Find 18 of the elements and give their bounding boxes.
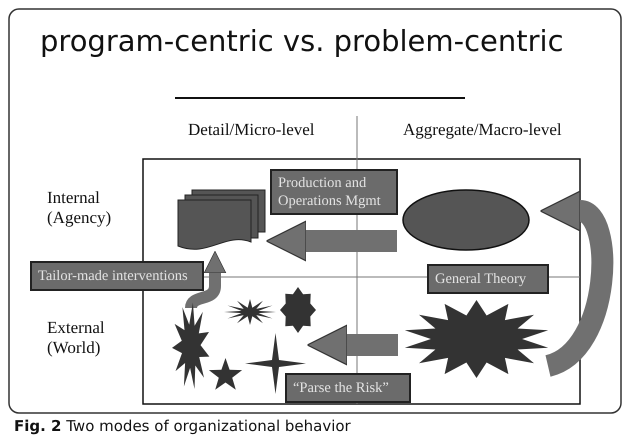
- label-box: Production and Operations Mgmt: [270, 169, 398, 215]
- ellipse-shape: [402, 189, 530, 251]
- label-box: Tailor-made interventions: [30, 261, 204, 291]
- title: program-centric vs. problem-centric: [40, 24, 564, 58]
- column-heading: Detail/Micro-level: [188, 120, 316, 140]
- block-arrow: [185, 250, 226, 309]
- row-heading: External (World): [47, 318, 106, 358]
- starburst-shape: [280, 287, 316, 333]
- label-box: General Theory: [427, 264, 549, 294]
- document-stack-icon: [178, 190, 265, 250]
- starburst-shape: [403, 300, 550, 378]
- block-arrow: [542, 192, 614, 376]
- row-heading: Internal (Agency): [47, 188, 112, 228]
- starburst-shape: [172, 302, 210, 390]
- caption: Fig. 2 Two modes of organizational behavior: [14, 417, 351, 435]
- column-heading: Aggregate/Macro-level: [403, 120, 563, 140]
- block-arrow: [306, 324, 398, 366]
- label-box: “Parse the Risk”: [285, 373, 411, 403]
